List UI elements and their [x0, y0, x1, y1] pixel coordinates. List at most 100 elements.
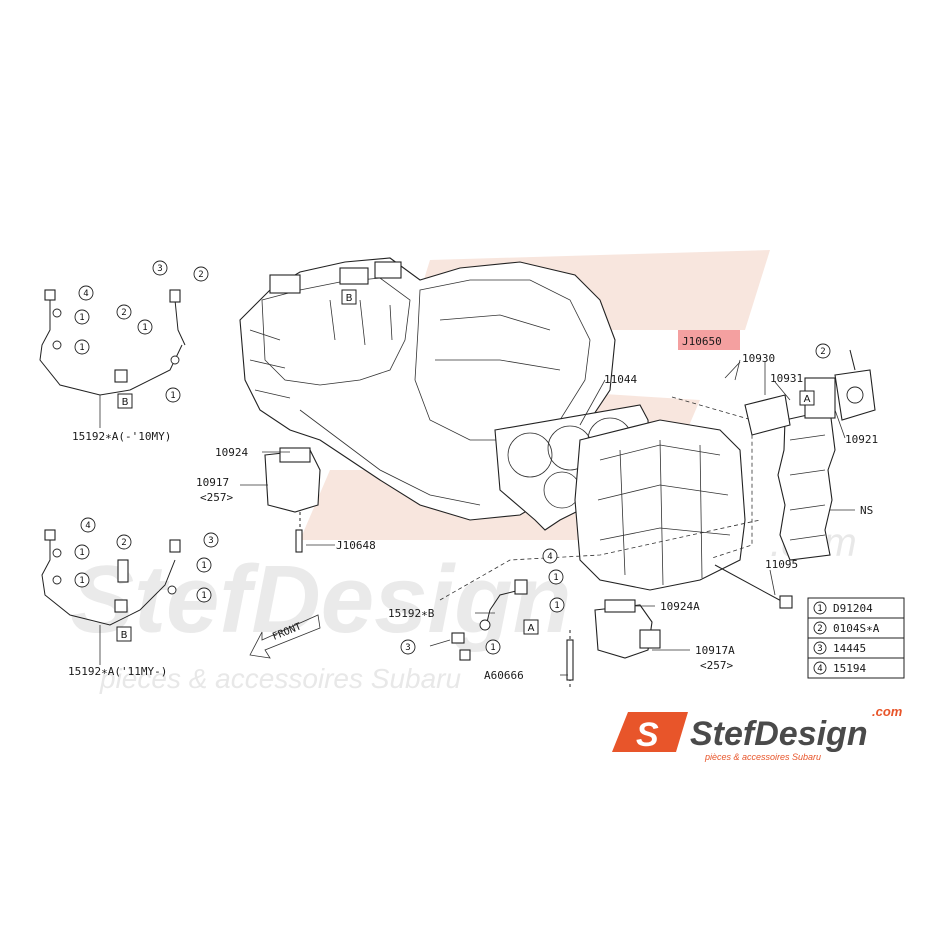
- cylinder-head-drawing: [574, 396, 753, 591]
- label-10917a-sub: <257>: [700, 659, 733, 672]
- ref-box-a: A: [523, 619, 539, 635]
- svg-text:B: B: [122, 397, 129, 408]
- svg-text:1: 1: [79, 343, 84, 353]
- svg-text:0104S∗A: 0104S∗A: [833, 622, 880, 635]
- ref-circle-1: 1: [548, 569, 564, 585]
- ref-box-b: B: [341, 289, 357, 305]
- ref-circle-2: 2: [815, 343, 831, 359]
- svg-text:2: 2: [820, 347, 825, 357]
- ref-circle-1: 1: [74, 572, 90, 588]
- label-J10648[interactable]: J10648: [336, 539, 376, 552]
- svg-text:B: B: [121, 630, 128, 641]
- label-10924[interactable]: 10924: [215, 446, 248, 459]
- legend-row: 4 15194: [813, 661, 866, 675]
- legend-row: 2 0104S∗A: [813, 621, 880, 635]
- svg-text:2: 2: [198, 270, 203, 280]
- svg-text:14445: 14445: [833, 642, 866, 655]
- logo-tagline: pièces & accessoires Subaru: [704, 752, 821, 762]
- svg-text:1: 1: [817, 604, 822, 614]
- ref-circle-4: 4: [78, 285, 94, 301]
- svg-text:3: 3: [157, 264, 162, 274]
- cam-carrier-drawing: [744, 349, 876, 561]
- ref-circle-1: 1: [137, 319, 153, 335]
- stefdesign-logo: S StefDesign .com pièces & accessoires S…: [612, 704, 903, 762]
- label-10931[interactable]: 10931: [770, 372, 803, 385]
- svg-text:1: 1: [79, 576, 84, 586]
- ref-box-b: B: [117, 393, 133, 409]
- svg-text:A: A: [528, 623, 535, 634]
- legend-row: 3 14445: [813, 641, 866, 655]
- label-J10650[interactable]: J10650: [682, 335, 722, 348]
- svg-text:D91204: D91204: [833, 602, 873, 615]
- label-10917[interactable]: 10917: [196, 476, 229, 489]
- logo-mark: [612, 712, 688, 752]
- ref-circle-1: 1: [165, 387, 181, 403]
- logo-dotcom: .com: [872, 704, 903, 719]
- svg-text:4: 4: [83, 289, 88, 299]
- label-10921[interactable]: 10921: [845, 433, 878, 446]
- part-labels: J10650 15192∗A(-'10MY) 15192∗A('11MY-) 1…: [68, 330, 878, 682]
- svg-text:1: 1: [554, 601, 559, 611]
- ref-circle-1: 1: [74, 339, 90, 355]
- ref-circle-4: 4: [80, 517, 96, 533]
- ref-circle-1: 1: [485, 639, 501, 655]
- ref-circle-1: 1: [74, 309, 90, 325]
- svg-text:4: 4: [817, 664, 822, 674]
- ref-circle-2: 2: [116, 304, 132, 320]
- logo-mark-letter: S: [636, 716, 659, 754]
- circled-refs: 4 1 1 2 3 2 1 1 4 1 1 2 3 1 1 4 1 1 3 1 …: [74, 260, 831, 655]
- label-15192b[interactable]: 15192∗B: [388, 607, 435, 620]
- label-15192a-new[interactable]: 15192∗A('11MY-): [68, 665, 167, 678]
- label-11044[interactable]: 11044: [604, 373, 637, 386]
- oil-pipe-new-drawing: [41, 529, 181, 626]
- ref-circle-1: 1: [196, 557, 212, 573]
- logo-name: StefDesign: [690, 715, 868, 753]
- oil-pipe-b-drawing: [451, 579, 528, 661]
- svg-text:2: 2: [121, 538, 126, 548]
- ref-circle-3: 3: [152, 260, 168, 276]
- svg-text:1: 1: [79, 313, 84, 323]
- ref-box-a: A: [799, 390, 815, 406]
- ref-circle-2: 2: [193, 266, 209, 282]
- label-10917-sub: <257>: [200, 491, 233, 504]
- ref-circle-4: 4: [542, 548, 558, 564]
- legend-table: 1 D91204 2 0104S∗A 3 14445 4 15194: [807, 597, 905, 679]
- svg-text:1: 1: [553, 573, 558, 583]
- svg-text:1: 1: [490, 643, 495, 653]
- ref-box-b: B: [116, 626, 132, 642]
- ref-circle-3: 3: [400, 639, 416, 655]
- ref-circle-1: 1: [549, 597, 565, 613]
- label-NS[interactable]: NS: [860, 504, 873, 517]
- watermark-word: StefDesign: [70, 546, 571, 653]
- svg-text:4: 4: [547, 552, 552, 562]
- label-15192a-old[interactable]: 15192∗A(-'10MY): [72, 430, 171, 443]
- svg-text:3: 3: [405, 643, 410, 653]
- watermark-tagline: pièces & accessoires Subaru: [99, 663, 462, 694]
- label-10917a[interactable]: 10917A: [695, 644, 735, 657]
- svg-text:2: 2: [817, 624, 822, 634]
- control-valve-10917a-drawing: [566, 599, 661, 690]
- svg-text:1: 1: [142, 323, 147, 333]
- svg-text:1: 1: [79, 548, 84, 558]
- label-10930[interactable]: 10930: [742, 352, 775, 365]
- leader-lines: [99, 359, 855, 676]
- highlight-box: [678, 330, 740, 350]
- ref-circle-3: 3: [203, 532, 219, 548]
- oil-pipe-old-drawing: [39, 289, 186, 396]
- label-10924a[interactable]: 10924A: [660, 600, 700, 613]
- svg-text:3: 3: [817, 644, 822, 654]
- svg-text:1: 1: [201, 591, 206, 601]
- ref-circle-1: 1: [196, 587, 212, 603]
- svg-text:4: 4: [85, 521, 90, 531]
- svg-text:2: 2: [121, 308, 126, 318]
- bolt-11095-drawing: [714, 564, 793, 609]
- ref-circle-1: 1: [74, 544, 90, 560]
- legend-row: 1 D91204: [813, 601, 873, 615]
- label-A60666[interactable]: A60666: [484, 669, 524, 682]
- label-11095[interactable]: 11095: [765, 558, 798, 571]
- control-valve-10917-drawing: [264, 447, 321, 553]
- svg-text:3: 3: [208, 536, 213, 546]
- svg-text:A: A: [804, 394, 811, 405]
